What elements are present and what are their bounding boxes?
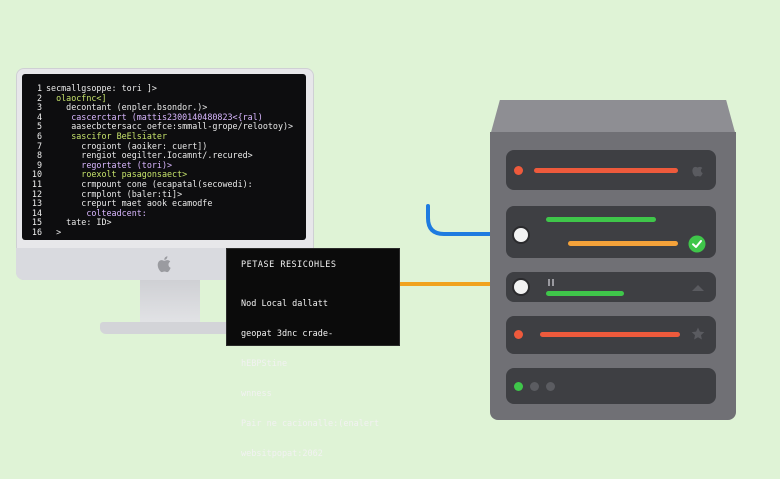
code-line: 15 tate: ID> <box>28 218 112 228</box>
code-line: 14 colteadcent: <box>28 207 147 219</box>
apple-logo-icon <box>157 256 171 273</box>
code-line: 16 > <box>28 227 62 238</box>
info-panel: PETASE RESICOHLES Nod Local dallatt geop… <box>226 248 400 459</box>
line-number: 10 <box>31 169 42 180</box>
code-text: crmplont (baler:ti]> <box>46 188 183 199</box>
status-light-red <box>514 166 523 175</box>
status-bar <box>546 291 624 296</box>
info-line: wnness <box>241 389 272 399</box>
line-number: 11 <box>31 179 42 189</box>
chevron-up-icon <box>692 285 704 291</box>
info-line: geopat 3dnc crade- <box>241 329 334 339</box>
code-text: secmallgsoppe: tori ]> <box>46 83 157 93</box>
connection-port <box>512 226 530 244</box>
line-number: 16 <box>31 227 42 237</box>
code-line: 13 crepurt maet aook ecamodfe <box>28 198 213 209</box>
line-number: 7 <box>36 140 42 151</box>
line-number: 4 <box>36 111 42 122</box>
status-light-off <box>530 382 539 391</box>
code-text: aasecbctersacc_oefce:smmall-grope/reloot… <box>46 121 294 132</box>
blue-connector <box>426 204 514 236</box>
code-line: 1 secmallgsoppe: tori ]> <box>28 83 157 94</box>
code-text: regortatet (tori)> <box>46 159 173 170</box>
code-text: decontant (enpler.bsondor.)> <box>46 102 208 113</box>
line-number: 13 <box>31 198 42 209</box>
code-text: > <box>46 227 62 237</box>
status-light-green <box>514 382 523 391</box>
code-text: crmpount cone (ecapatal(secowedi): <box>46 179 253 189</box>
line-number: 12 <box>31 188 42 199</box>
apple-icon <box>692 166 703 177</box>
server-slot-2 <box>506 206 716 258</box>
info-line: Nod Local dallatt <box>241 299 328 309</box>
line-number: 8 <box>36 150 42 161</box>
indicator-tick <box>552 279 554 286</box>
line-number: 15 <box>31 217 42 228</box>
star-icon <box>691 327 705 340</box>
status-bar <box>568 241 678 246</box>
status-light-off <box>546 382 555 391</box>
status-light-red <box>514 330 523 339</box>
code-text: cascerctart (mattis2300140480823<{ral) <box>46 111 263 122</box>
code-line: 7 crogiont (aoiker: cuert]) <box>28 140 208 152</box>
server-slot-5 <box>506 368 716 404</box>
code-line: 4 cascerctart (mattis2300140480823<{ral) <box>28 111 263 123</box>
code-text: crepurt maet aook ecamodfe <box>46 198 213 209</box>
info-panel-title: PETASE RESICOHLES <box>241 260 337 270</box>
code-text: roexolt pasagonsaect> <box>46 169 188 180</box>
code-text: rengiot oegilter.Iocamnt/.recured> <box>46 150 253 161</box>
server-top <box>490 100 736 136</box>
code-line: 8 rengiot oegilter.Iocamnt/.recured> <box>28 150 253 161</box>
info-line: hEBPStine <box>241 359 288 369</box>
line-number: 1 <box>36 83 42 93</box>
info-panel-body: Nod Local dallatt geopat 3dnc crade- hEB… <box>241 279 379 479</box>
code-line: 5 aasecbctersacc_oefce:smmall-grope/relo… <box>28 122 293 132</box>
monitor-base <box>100 322 240 334</box>
code-text: crogiont (aoiker: cuert]) <box>46 140 208 151</box>
status-bar <box>534 168 678 173</box>
server-slot-3 <box>506 272 716 302</box>
line-number: 2 <box>36 92 42 103</box>
line-number: 3 <box>36 102 42 113</box>
indicator-tick <box>548 279 550 286</box>
info-line: websitpopat:2062 <box>241 449 323 459</box>
line-number: 6 <box>36 131 42 141</box>
status-bar <box>546 217 656 222</box>
code-line: 12 crmplont (baler:ti]> <box>28 188 183 200</box>
monitor-stand <box>140 280 200 324</box>
code-text: tate: ID> <box>46 217 112 228</box>
code-text: olaocfnc<] <box>46 92 107 103</box>
line-number: 9 <box>36 159 42 170</box>
code-line: 11 crmpount cone (ecapatal(secowedi): <box>28 179 253 190</box>
status-bar <box>540 332 680 337</box>
code-line: 3 decontant (enpler.bsondor.)> <box>28 102 208 113</box>
code-line: 2 olaocfnc<] <box>28 92 107 104</box>
line-number: 14 <box>31 207 42 218</box>
code-text: colteadcent: <box>46 207 147 218</box>
code-line: 10 roexolt pasagonsaect> <box>28 170 187 180</box>
check-circle-icon <box>688 235 706 253</box>
code-line: 9 regortatet (tori)> <box>28 159 173 171</box>
connection-port <box>512 278 530 296</box>
info-line: Pair ne cacionalle:(enalert <box>241 419 380 429</box>
code-line: 6 sascifor BeElsiater <box>28 131 168 142</box>
line-number: 5 <box>36 121 42 132</box>
code-text: sascifor BeElsiater <box>46 131 168 141</box>
